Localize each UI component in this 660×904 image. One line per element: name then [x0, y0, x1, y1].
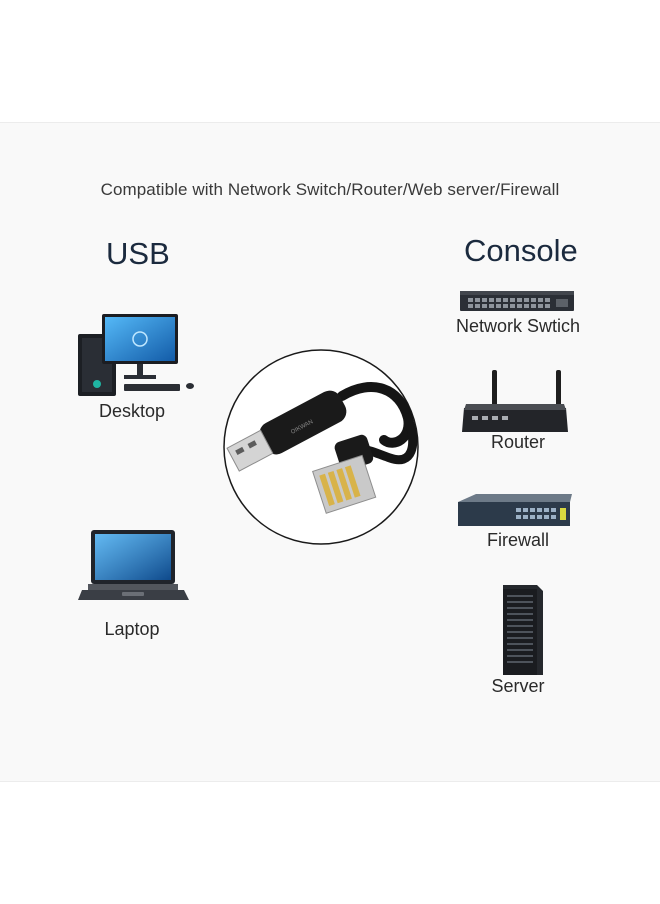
firewall-label: Firewall: [486, 530, 549, 550]
network-switch-label: Network Swtich: [455, 316, 581, 336]
server-label: Server: [491, 676, 545, 696]
server-icon: [503, 585, 543, 675]
usb-to-rj45-console-cable-image: OIKWAN: [223, 349, 419, 545]
laptop-label: Laptop: [104, 619, 160, 639]
router-icon: [462, 370, 568, 432]
network-switch-icon: [460, 291, 574, 311]
firewall-icon: [458, 494, 572, 526]
compatibility-headline: Compatible with Network Switch/Router/We…: [100, 180, 560, 199]
console-heading: Console: [464, 233, 578, 268]
laptop-icon: [78, 530, 189, 600]
desktop-label: Desktop: [98, 401, 166, 421]
usb-heading: USB: [106, 236, 170, 271]
desktop-computer-icon: [78, 314, 194, 396]
router-label: Router: [490, 432, 546, 452]
